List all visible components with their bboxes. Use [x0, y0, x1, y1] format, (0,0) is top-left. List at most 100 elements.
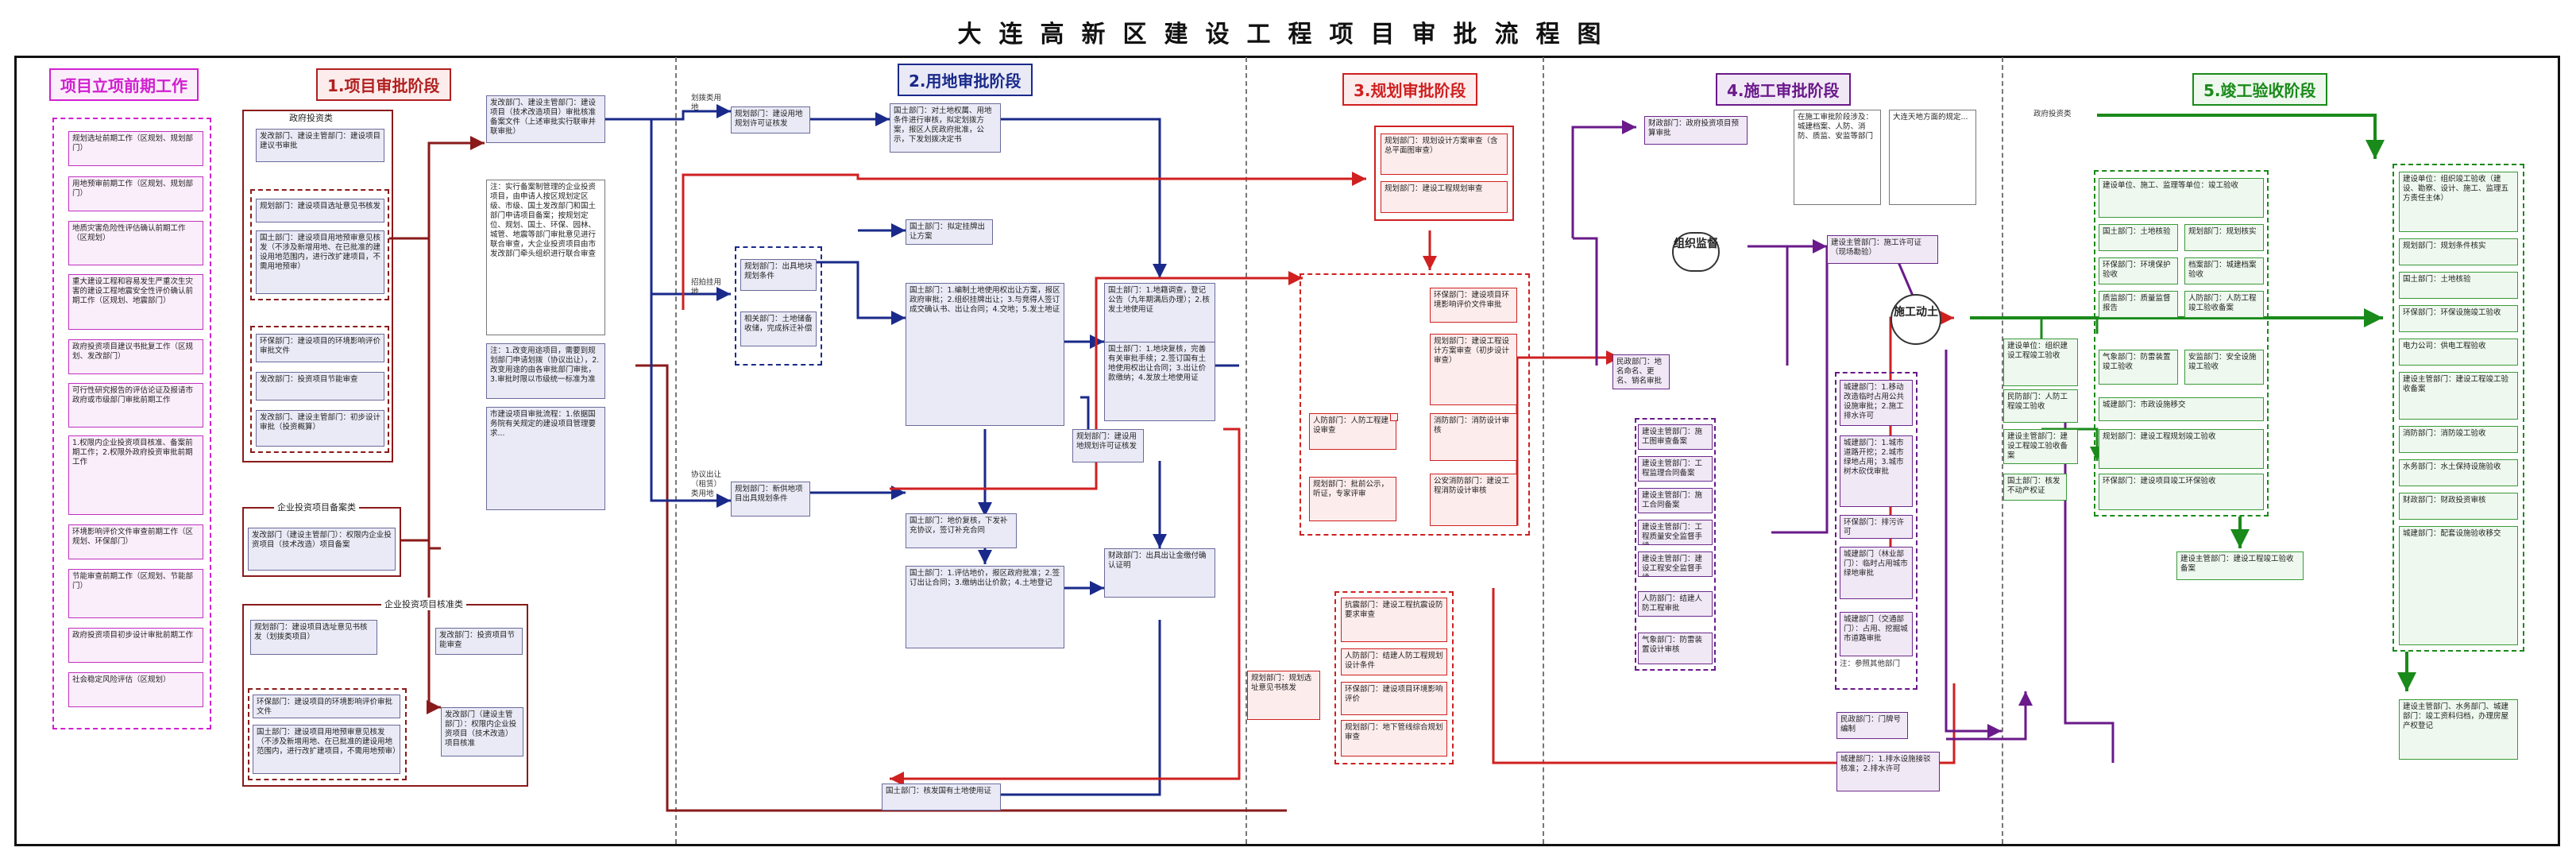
gov-invest-label: 政府投资类 [286, 111, 336, 124]
s5-right-box: 城建部门：配套设施验收移交 [2399, 526, 2518, 645]
s4-bottom-box: 城建部门：1.排水设施接驳核准；2.排水许可 [1836, 752, 1940, 791]
ent-record-label: 企业投资项目备案类 [274, 501, 359, 513]
s1-gov-dash [250, 189, 389, 300]
s5-right-box: 水务部门：水土保持设施验收 [2399, 459, 2518, 486]
s5-mid-box: 建设单位、施工、监理等单位：竣工验收 [2099, 178, 2264, 218]
s5-mid-group [2094, 170, 2269, 517]
s2-box: 国土部门：地价复核，下发补充协议，签订补充合同 [906, 513, 1017, 548]
s5-label: 政府投资类 [2033, 110, 2072, 118]
s3-mid-group [1300, 273, 1530, 536]
stage-pre-header: 项目立项前期工作 [49, 68, 199, 101]
s5-right-box: 财政部门：财政投资审核 [2399, 493, 2518, 520]
s5-right-box: 电力公司：供电工程验收 [2399, 339, 2518, 366]
s1-core-box: 发改部门（建设主管部门）：权限内企业投资项目（技术改造）项目核准 [441, 707, 523, 756]
pre-item: 重大建设工程和容易发生严重次生灾害的建设工程地震安全性评价确认前期工作（区规划、… [68, 274, 203, 330]
s3-bottom-group [1334, 591, 1454, 764]
s2-label-auction: 招拍挂用地 [691, 278, 722, 296]
s2-box: 国土部门：1.地块复核，完善有关审批手续；2.签订国有土地使用权出让合同；3.出… [1104, 342, 1215, 421]
s2-dash [735, 246, 822, 366]
pre-item: 环境影响评价文件审查前期工作（区规划、环保部门） [68, 524, 203, 559]
s4-center-note: 注：参照其他部门 [1840, 660, 1901, 668]
s3-box: 人防部门：结建人防工程规划设计条件 [1341, 648, 1447, 675]
s4-left-box: 气象部门：防雷装置设计审核 [1638, 633, 1713, 664]
s4-left-box: 建设主管部门：建设工程安全监督手续 [1638, 551, 1713, 577]
s5-mid-box: 质监部门：质量监督报告 [2099, 291, 2178, 318]
s2-box: 国土部门：1.评估地价，报区政府批准；2.签订出让合同；3.缴纳出让价款；4.土… [906, 566, 1064, 648]
s1-core-dash [248, 688, 407, 780]
s5-mid-box: 城建部门：市政设施移交 [2099, 397, 2264, 421]
page-title: 大连高新区建设工程项目审批流程图 [957, 21, 1619, 48]
diagram-frame [14, 56, 2560, 846]
s5-right-box: 建设单位：组织竣工验收（建设、勘察、设计、施工、监理五方责任主体） [2399, 172, 2518, 232]
s3-box: 环保部门：建设项目环境影响评价 [1341, 682, 1447, 715]
s4-left-group [1635, 418, 1716, 671]
s4-right-box: 城建部门：1.城市道路开挖；2.城市绿地占用；3.城市树木砍伐审批 [1840, 435, 1913, 507]
s3-box: 规划部门：地下管线综合规划审查 [1341, 720, 1447, 756]
s1-note: 市建设项目审批流程：1.依据国务院有关规定的建设项目管理要求... [486, 407, 605, 510]
s2-box: 规划部门：建设用地规划许可证核发 [731, 106, 810, 133]
s5-mid-box: 国土部门：土地核验 [2099, 224, 2178, 251]
s4-left-box: 建设主管部门：工程质量安全监督手续 [1638, 520, 1713, 545]
s4-top-box: 大连天地方面的规定... [1889, 110, 1976, 205]
s3-box: 规划部门：建设工程设计方案审查（初步设计审查） [1430, 334, 1517, 405]
s5-mid-box: 规划部门：建设工程规划竣工验收 [2099, 429, 2264, 469]
s2-box: 国土部门：1.地籍调查，登记公告（九年期满后办理）；2.核发土地使用证 [1104, 283, 1215, 348]
stage-4-header: 4.施工审批阶段 [1716, 73, 1851, 106]
s2-box: 规划部门：新供地项目出具规划条件 [731, 482, 810, 517]
s2-box: 财政部门：出具出让金缴付确认证明 [1104, 548, 1215, 598]
s1-core-box: 发改部门：投资项目节能审查 [435, 628, 523, 655]
pre-item: 用地预审前期工作（区规划、规划部门） [68, 176, 203, 211]
s3-top-group [1374, 126, 1514, 221]
s4-center-box: 建设主管部门：施工许可证（现场勘验） [1827, 235, 1938, 264]
s5-mid-box: 气象部门：防雷装置竣工验收 [2099, 350, 2178, 385]
s3-box: 人防部门：民用建筑防空地下室建设审查 [1390, 413, 1398, 421]
s5-right-box: 消防部门：消防竣工验收 [2399, 426, 2518, 453]
s5-left-box: 国土部门：核发不动产权证 [2003, 474, 2067, 501]
divider-3 [1543, 57, 1544, 844]
s2-box: 规划部门：出具地块规划条件 [740, 259, 817, 291]
s2-box: 国土部门：对土地权属、用地条件进行审核，拟定划拨方案，报区人民政府批准，公示，下… [890, 103, 1001, 153]
s1-approval-box: 发改部门、建设主管部门：建设项目（技术改造项目）审批核准备案文件（上述审批实行联… [486, 95, 605, 143]
pre-item: 社会稳定风险评估（区规划） [68, 672, 203, 707]
s4-left-box: 建设主管部门：施工合同备案 [1638, 488, 1713, 513]
s1-gov-box: 发改部门、建设主管部门：建设项目建议书审批 [256, 129, 384, 162]
s1-gov-box: 发改部门：投资项目节能审查 [256, 372, 384, 400]
s1-gov-box: 国土部门：建设项目用地预审意见核发（不涉及新增用地、在已批准的建设用地范围内，进… [256, 230, 384, 294]
s3-box: 环保部门：建设项目环境影响评价文件审批 [1430, 288, 1517, 323]
pre-item: 地质灾害危险性评估确认前期工作（区规划） [68, 221, 203, 265]
divider-4 [2002, 57, 2003, 844]
s5-mid-box: 规划部门：规划核实 [2184, 224, 2264, 251]
pre-item: 规划选址前期工作（区规划、规划部门） [68, 131, 203, 166]
s4-left-box: 建设主管部门：施工图审查备案 [1638, 424, 1713, 450]
s3-box: 规划部门：规划选址意见书核发 [1247, 671, 1320, 720]
s5-final-box: 建设主管部门：建设工程竣工验收备案 [2176, 551, 2304, 580]
s2-box: 国土部门：核发国有土地使用证 [882, 784, 1001, 811]
s2-label-allot: 划拨类用地 [691, 94, 722, 112]
s4-top-box: 在施工审批阶段涉及：城建档案、人防、消防、质监、安监等部门 [1794, 110, 1881, 205]
s1-core-box: 环保部门：建设项目的环境影响评价审批文件 [253, 695, 400, 718]
stage-3-header: 3.规划审批阶段 [1342, 73, 1477, 106]
s5-right-box: 规划部门：规划条件核实 [2399, 238, 2518, 265]
supervision-node: 组织监督 [1672, 232, 1720, 272]
divider-1 [675, 57, 677, 844]
s3-box: 公安消防部门：建设工程消防设计审核 [1430, 474, 1517, 526]
s4-right-box: 城建部门（交通部门）：占用、挖掘城市道路审批 [1840, 612, 1913, 656]
s3-box: 规划部门：批前公示，听证，专家评审 [1309, 477, 1396, 521]
s5-mid-box: 档案部门：城建档案验收 [2184, 257, 2264, 284]
s4-bottom-box: 民政部门：门牌号编制 [1836, 712, 1908, 739]
s4-right-box: 城建部门（林业部门）：临时占用城市绿地审批 [1840, 547, 1913, 599]
s5-right-box: 建设主管部门：建设工程竣工验收备案 [2399, 372, 2518, 420]
s4-left-box: 建设主管部门：工程监理合同备案 [1638, 456, 1713, 482]
pre-item: 政府投资项目建议书批复工作（区规划、发改部门） [68, 339, 203, 374]
s5-mid-box: 人防部门：人防工程竣工验收备案 [2184, 291, 2264, 318]
s3-box: 抗震部门：建设工程抗震设防要求审查 [1341, 598, 1447, 642]
s1-ent-box: 发改部门（建设主管部门）：权限内企业投资项目（技术改造）项目备案 [248, 528, 396, 571]
s4-left-box: 民政部门：地名命名、更名、销名审批 [1612, 354, 1670, 389]
pre-item: 政府投资项目初步设计审批前期工作 [68, 628, 203, 663]
divider-2 [1246, 57, 1247, 844]
s5-left-box: 建设主管部门：建设工程竣工验收备案 [2003, 429, 2078, 464]
s2-box: 相关部门：土地储备收储，完成拆迁补偿 [740, 311, 817, 346]
s4-right-group [1835, 372, 1918, 690]
s1-core-box: 规划部门：建设项目选址意见书核发（划拨类项目） [250, 620, 377, 655]
stage-1-header: 1.项目审批阶段 [316, 68, 451, 101]
